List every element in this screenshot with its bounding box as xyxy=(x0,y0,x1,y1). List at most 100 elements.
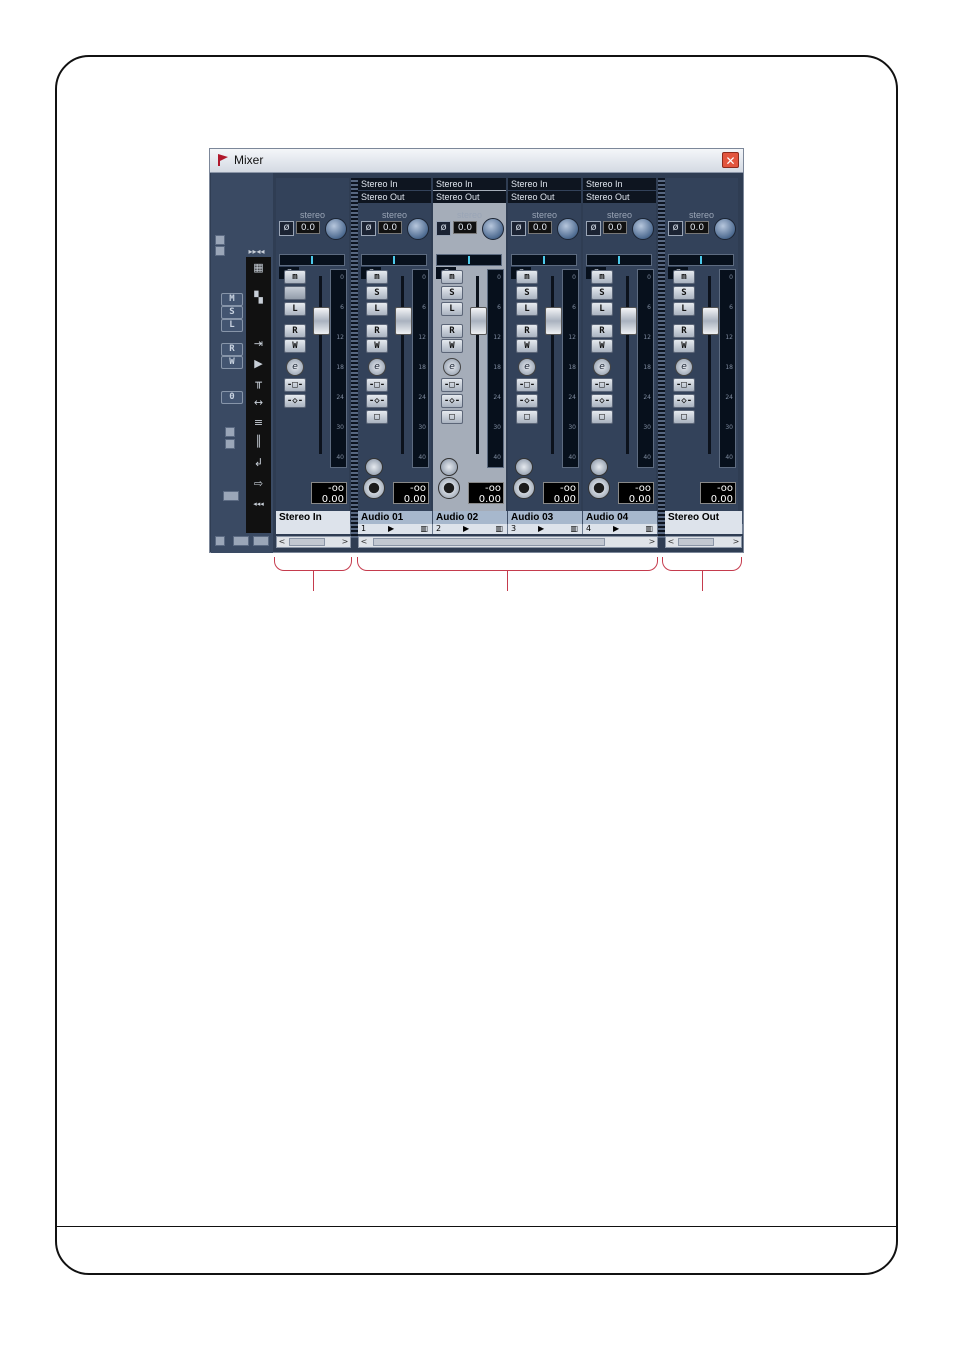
record-enable-button[interactable] xyxy=(513,477,535,499)
eq-bypass-icon[interactable]: -◇- xyxy=(284,394,306,408)
output-routing[interactable]: Stereo Out xyxy=(508,191,581,203)
channel-name[interactable]: Audio 01 xyxy=(358,511,433,524)
input-scrollbar[interactable]: < > xyxy=(276,536,351,548)
write-button[interactable]: W xyxy=(673,339,695,353)
sends-bypass-icon[interactable]: □ xyxy=(591,410,613,424)
expand-menu-icon[interactable] xyxy=(215,536,225,546)
write-button[interactable]: W xyxy=(441,339,463,353)
listen-button[interactable]: L xyxy=(441,302,463,316)
read-button[interactable]: R xyxy=(284,324,306,338)
pan-control[interactable] xyxy=(279,254,345,266)
listen-button[interactable]: L xyxy=(591,302,613,316)
volume-fader[interactable] xyxy=(620,307,637,335)
play-icon[interactable]: ▶ xyxy=(388,524,395,533)
pan-control[interactable] xyxy=(511,254,577,266)
mute-button[interactable]: m xyxy=(366,270,388,284)
phase-icon[interactable]: ø xyxy=(361,221,376,236)
play-icon[interactable]: ▶ xyxy=(254,357,263,370)
input-routing[interactable]: Stereo In xyxy=(583,178,656,190)
sends-bypass-icon[interactable]: □ xyxy=(441,410,463,424)
eq-bypass-icon[interactable]: -◇- xyxy=(366,394,388,408)
global-read-button[interactable]: R xyxy=(221,343,243,356)
arrows-icon[interactable]: ↔ xyxy=(253,396,264,409)
sends-bypass-icon[interactable]: □ xyxy=(516,410,538,424)
editor-icon[interactable]: ▥ xyxy=(495,524,503,533)
solo-button[interactable]: S xyxy=(366,286,388,300)
listen-button[interactable]: L xyxy=(366,302,388,316)
input-icon[interactable]: ⇥ xyxy=(253,337,264,350)
edit-channel-icon[interactable]: e xyxy=(368,358,386,376)
input-routing[interactable]: Stereo In xyxy=(508,178,581,190)
channel-name[interactable]: Audio 02 xyxy=(433,511,508,524)
scroll-thumb[interactable] xyxy=(289,538,325,546)
store-view-icon[interactable] xyxy=(233,536,249,546)
pan-control[interactable] xyxy=(668,254,734,266)
scroll-left-icon[interactable]: < xyxy=(360,537,368,546)
play-icon[interactable]: ▶ xyxy=(463,524,470,533)
input-gain-value[interactable]: 0.0 xyxy=(296,221,320,234)
eq-bypass-icon[interactable]: -◇- xyxy=(441,394,463,408)
inserts-bypass-icon[interactable]: -□- xyxy=(591,378,613,392)
editor-icon[interactable]: ▥ xyxy=(570,524,578,533)
paste-icon[interactable] xyxy=(225,439,235,449)
solo-button[interactable]: S xyxy=(516,286,538,300)
eq-bypass-icon[interactable]: -◇- xyxy=(591,394,613,408)
read-button[interactable]: R xyxy=(366,324,388,338)
eq-bypass-icon[interactable]: -◇- xyxy=(516,394,538,408)
scroll-right-icon[interactable]: > xyxy=(732,537,740,546)
input-routing[interactable]: Stereo In xyxy=(358,178,431,190)
inserts-bypass-icon[interactable]: -□- xyxy=(366,378,388,392)
input-gain-value[interactable]: 0.0 xyxy=(603,221,627,234)
channel-name[interactable]: Stereo In xyxy=(276,511,351,524)
write-button[interactable]: W xyxy=(516,339,538,353)
play-icon[interactable]: ▶ xyxy=(538,524,545,533)
editor-icon[interactable]: ▥ xyxy=(645,524,653,533)
remove-view-icon[interactable] xyxy=(253,536,269,546)
pan-control[interactable] xyxy=(436,254,502,266)
channel-name[interactable]: Stereo Out xyxy=(665,511,743,524)
midi-icon[interactable]: ║ xyxy=(255,435,262,448)
mute-button[interactable]: m xyxy=(591,270,613,284)
edit-channel-icon[interactable]: e xyxy=(518,358,536,376)
gain-knob[interactable] xyxy=(325,218,347,240)
pan-control[interactable] xyxy=(361,254,427,266)
phase-icon[interactable]: ø xyxy=(511,221,526,236)
sends-bypass-icon[interactable]: □ xyxy=(673,410,695,424)
expand-arrows-icon[interactable]: ▸▸◂◂ xyxy=(248,247,265,256)
scroll-left-icon[interactable]: < xyxy=(667,537,675,546)
output-routing[interactable]: Stereo Out xyxy=(583,191,656,203)
title-bar[interactable]: Mixer ✕ xyxy=(210,149,743,173)
eq-icon[interactable]: ≡ xyxy=(253,416,264,429)
output-scrollbar[interactable]: < > xyxy=(665,536,742,548)
mute-button[interactable]: m xyxy=(441,270,463,284)
close-button[interactable]: ✕ xyxy=(722,152,739,168)
inserts-bypass-icon[interactable]: -□- xyxy=(284,378,306,392)
channel-strip-stereo-out[interactable]: stereoø0.0CmSLRWe-□--◇-□061218243040-oo0… xyxy=(665,178,738,516)
write-button[interactable]: W xyxy=(284,339,306,353)
record-enable-button[interactable] xyxy=(588,477,610,499)
channel-strip-stereo-in[interactable]: stereoø0.0CmLRWe-□--◇-061218243040-oo0.0… xyxy=(276,178,349,516)
input-routing[interactable]: Stereo In xyxy=(433,178,506,190)
phase-icon[interactable]: ø xyxy=(436,221,451,236)
sends-bypass-icon[interactable]: □ xyxy=(366,410,388,424)
monitor-button[interactable] xyxy=(440,458,458,476)
input-gain-value[interactable]: 0.0 xyxy=(685,221,709,234)
channel-name[interactable]: Audio 03 xyxy=(508,511,583,524)
input-divider[interactable] xyxy=(351,178,358,538)
edit-channel-icon[interactable]: e xyxy=(593,358,611,376)
global-mute-button[interactable]: M xyxy=(221,293,243,306)
editor-icon[interactable]: ▥ xyxy=(420,524,428,533)
mute-button[interactable]: m xyxy=(284,270,306,284)
wide-narrow-icon[interactable]: ▚ xyxy=(254,291,263,304)
read-button[interactable]: R xyxy=(441,324,463,338)
output-divider[interactable] xyxy=(658,178,665,538)
listen-button[interactable]: L xyxy=(284,302,306,316)
eq-bypass-icon[interactable]: -◇- xyxy=(673,394,695,408)
